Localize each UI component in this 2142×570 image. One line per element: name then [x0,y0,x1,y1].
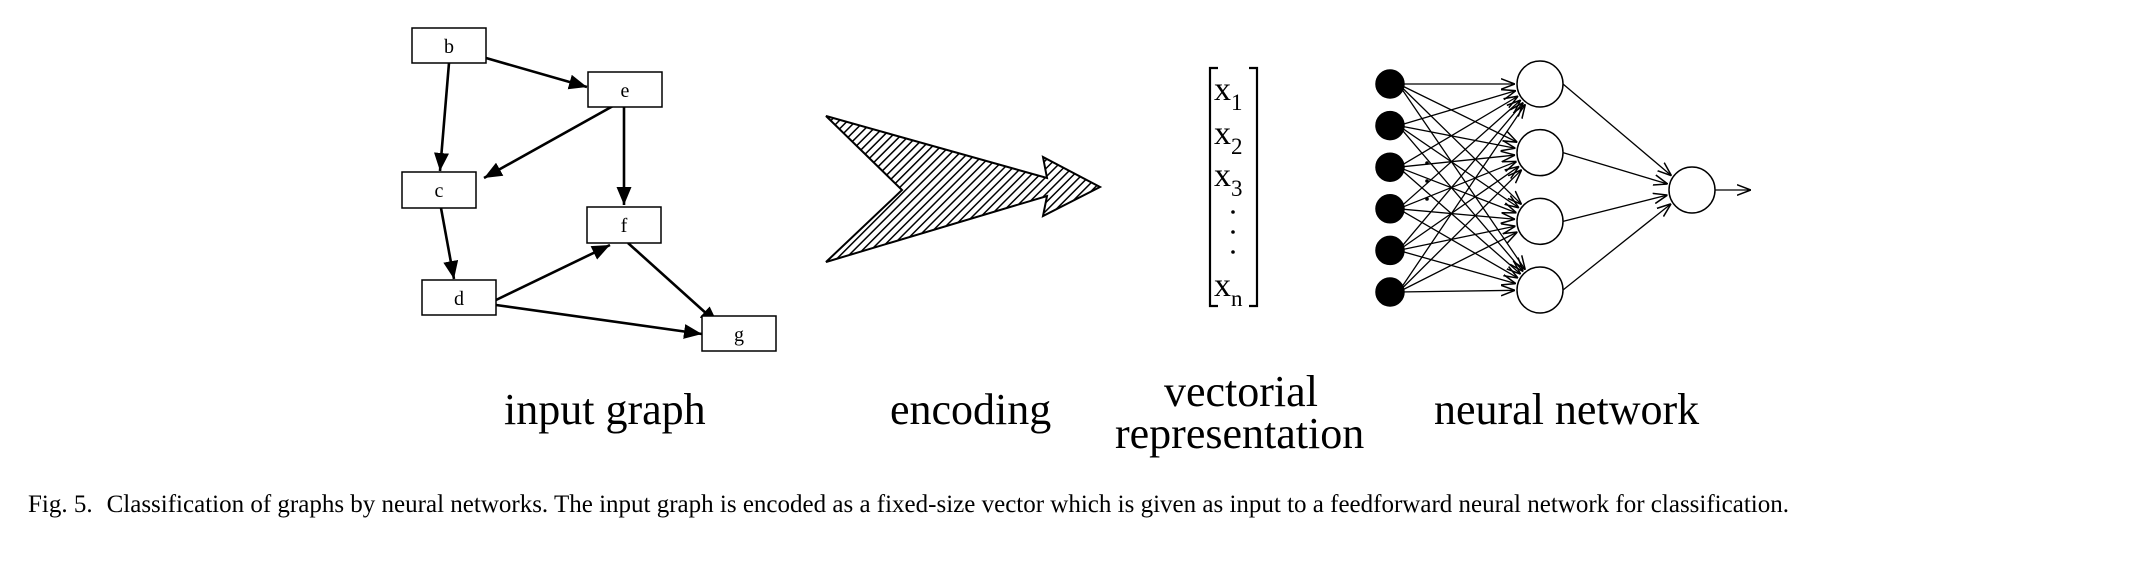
graph-node-g: g [701,315,777,352]
connection-input-2-hidden-4 [1397,125,1523,272]
output-neuron [1668,166,1716,214]
connection-input-2-hidden-3 [1398,125,1519,208]
edge-d-f [495,243,611,302]
figure-caption: Fig. 5. Classification of graphs by neura… [28,490,2118,520]
input-graph: b e c f d g [401,27,777,352]
label-representation: representation [1115,409,1365,458]
connection-input-6-hidden-1 [1397,104,1525,293]
vector-entry-xn: xn [1214,267,1243,311]
label-vectorial: vectorial [1164,367,1318,416]
caption-figure-number: Fig. 5. [28,491,93,518]
connection-hidden-1-output [1562,83,1671,176]
input-neuron-2 [1375,110,1405,141]
connection-input-4-hidden-2 [1398,161,1516,210]
encoding-arrow-icon [825,115,1103,263]
input-neuron-6 [1375,277,1405,307]
vector-entry-x3: x3 [1214,157,1243,201]
connection-input-5-hidden-2 [1398,166,1519,251]
input-neuron-5 [1375,235,1405,266]
connection-input-4-hidden-4 [1398,208,1518,278]
vector-right-bracket [1249,66,1259,308]
connection-input-4-hidden-1 [1397,100,1520,210]
graph-node-e: e [587,71,663,108]
connection-input-3-hidden-1 [1398,96,1518,168]
vector-entry-x2: x2 [1214,115,1243,159]
connection-hidden-4-output [1562,204,1671,291]
edge-c-d [439,207,459,280]
graph-node-d-label: d [454,288,464,310]
vector-left-bracket [1208,66,1218,308]
connection-input-1-hidden-4 [1397,83,1525,270]
graph-node-c: c [401,171,477,209]
connection-input-6-hidden-4 [1398,290,1515,292]
edge-d-g [495,303,703,339]
edge-f-g [627,242,719,325]
label-input-graph: input graph [504,385,706,434]
connection-input-6-hidden-3 [1398,232,1517,293]
input-neuron-4 [1375,194,1405,224]
connection-input-5-hidden-3 [1398,226,1515,252]
vector-representation: x1 x2 x3 xn [1208,66,1259,311]
connection-input-1-hidden-3 [1397,83,1521,204]
edge-b-e [485,56,588,90]
network-connections [1397,83,1751,293]
caption-text: Classification of graphs by neural netwo… [106,491,1789,518]
edge-e-c [483,104,614,180]
label-neural-network: neural network [1434,385,1700,434]
connection-input-4-hidden-3 [1398,208,1515,219]
vector-ellipsis [1231,210,1235,254]
connection-input-5-hidden-4 [1398,249,1515,283]
input-neuron-3 [1375,152,1405,182]
hidden-neuron-1 [1516,60,1564,108]
graph-node-b: b [411,27,487,64]
graph-node-f: f [586,206,662,244]
connection-input-3-hidden-2 [1398,155,1515,168]
graph-node-g-label: g [734,324,744,346]
label-encoding: encoding [890,385,1052,434]
connection-input-2-hidden-1 [1398,91,1516,127]
network-neurons [1375,60,1716,314]
connection-input-2-hidden-2 [1398,124,1515,149]
graph-node-d: d [421,279,497,316]
connection-input-1-hidden-2 [1398,83,1517,142]
graph-node-b-label: b [444,36,454,58]
hidden-neuron-2 [1516,128,1564,177]
connection-input-3-hidden-3 [1398,166,1516,213]
connection-hidden-3-output [1562,195,1668,222]
network-input-ellipsis [1425,161,1429,201]
connection-input-5-hidden-1 [1397,103,1523,251]
figure-diagram: b e c f d g x1 x2 [401,27,1751,352]
connection-input-6-hidden-2 [1397,170,1521,293]
edge-b-c [434,62,451,172]
connection-input-3-hidden-4 [1397,166,1520,274]
neural-network [1375,60,1751,314]
vector-entry-x1: x1 [1214,71,1243,115]
connection-hidden-2-output [1562,152,1668,184]
graph-node-f-label: f [621,215,628,237]
graph-node-e-label: e [621,80,630,102]
hidden-neuron-3 [1516,197,1564,246]
input-neuron-1 [1375,69,1405,99]
graph-node-c-label: c [435,180,444,202]
hidden-neuron-4 [1516,266,1564,314]
